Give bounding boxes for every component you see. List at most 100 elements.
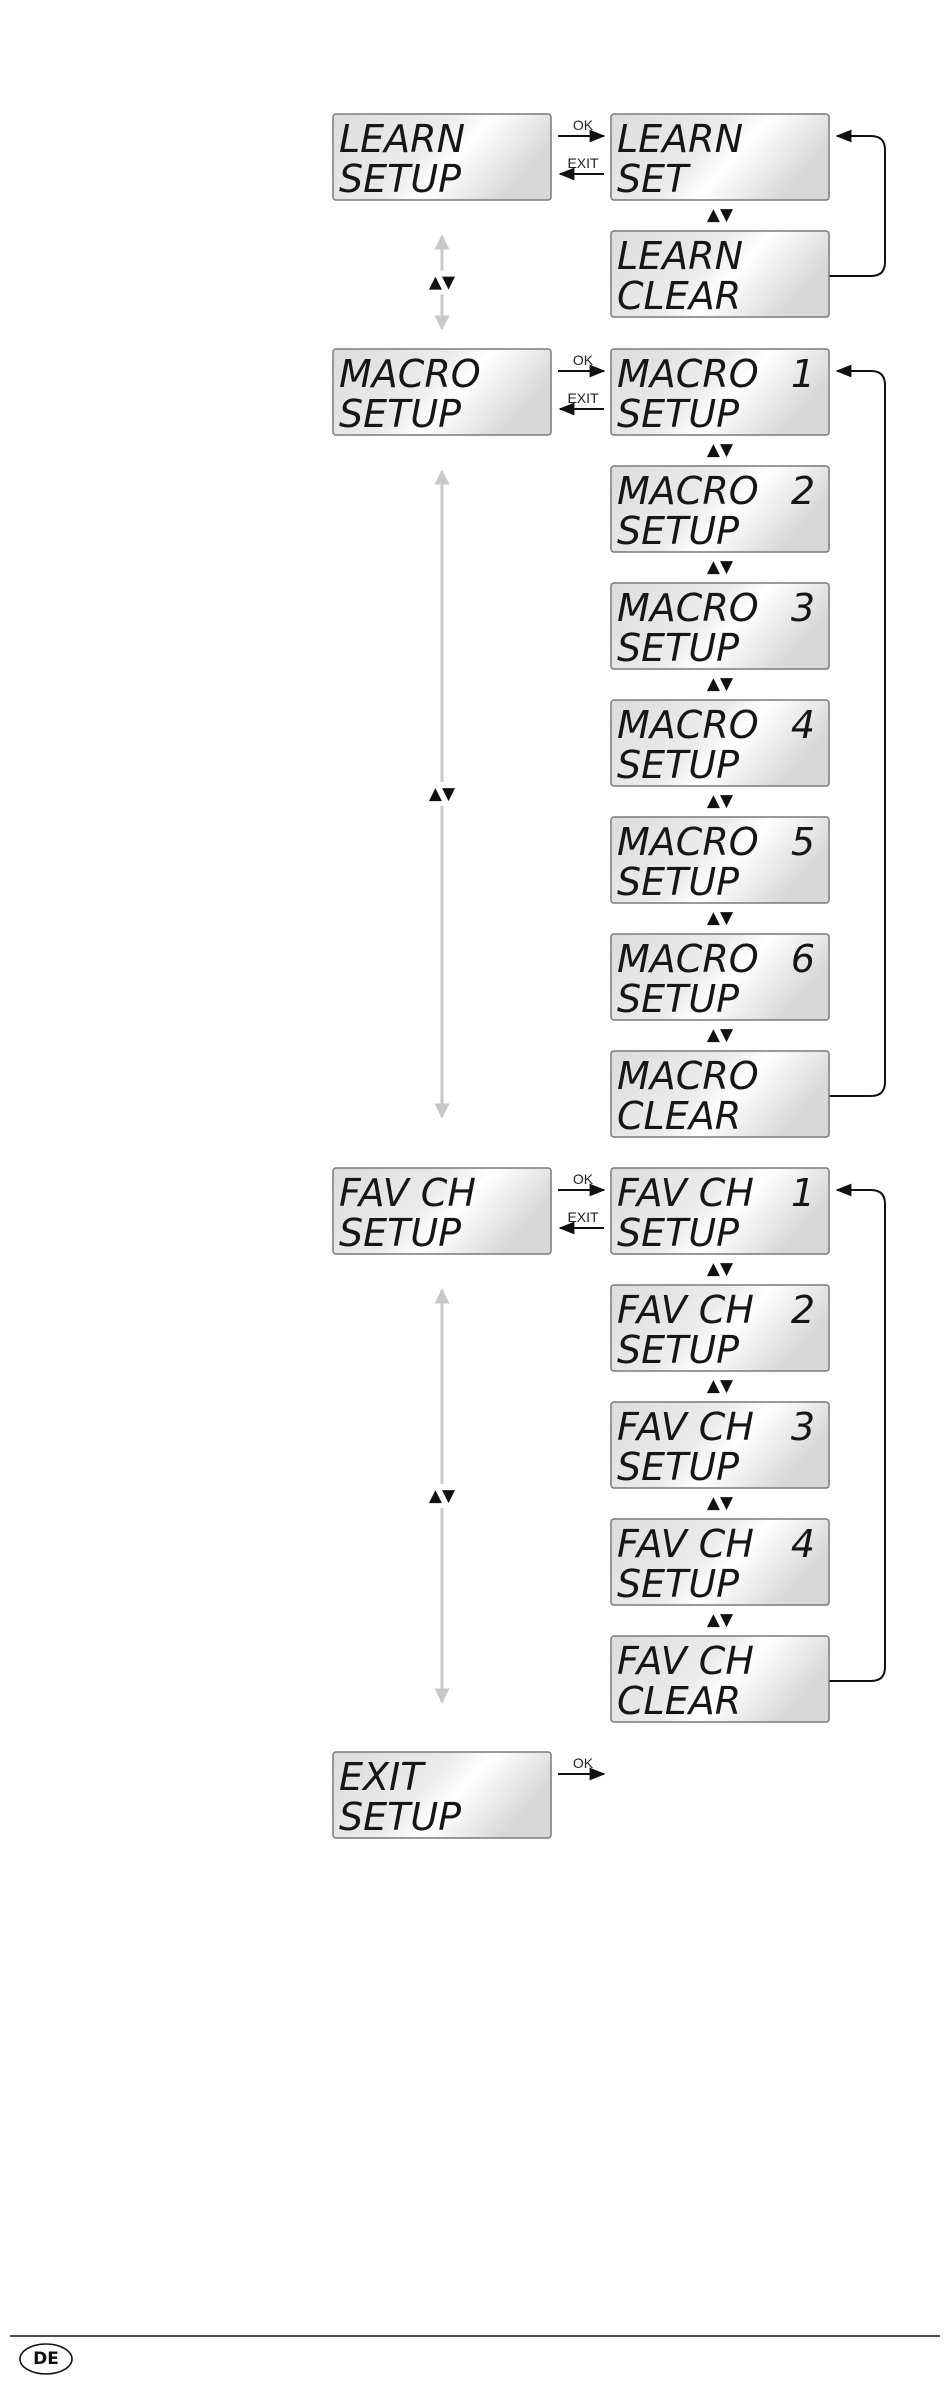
- level-updown-symbol: ▲▼: [429, 273, 456, 293]
- language-code: DE: [33, 2349, 59, 2369]
- submenu-updown-symbol: ▲▼: [707, 1025, 734, 1045]
- lcd-line-2: SETUP: [617, 1211, 739, 1255]
- lcd-line-1: MACRO: [617, 1054, 759, 1098]
- submenu-updown-symbol: ▲▼: [707, 791, 734, 811]
- lcd-line-2: SETUP: [617, 1445, 739, 1489]
- submenu-updown-symbol: ▲▼: [707, 908, 734, 928]
- ok-label: OK: [573, 1755, 594, 1771]
- lcd-number: 3: [791, 1405, 815, 1449]
- lcd-line-1: LEARN: [617, 234, 743, 278]
- lcd-screen: [610, 1167, 830, 1255]
- lcd-screen: [332, 1751, 552, 1839]
- lcd-line-1: FAV CH: [617, 1522, 754, 1566]
- lcd-line-1: MACRO: [617, 586, 759, 630]
- lcd-screen: [610, 582, 830, 670]
- submenu-updown-symbol: ▲▼: [707, 1610, 734, 1630]
- ok-label: OK: [573, 117, 594, 133]
- level-updown-symbol: ▲▼: [429, 1486, 456, 1506]
- lcd-screen: [610, 113, 830, 201]
- level-navigation-lines: [426, 234, 458, 1704]
- lcd-line-2: SETUP: [617, 392, 739, 436]
- lcd-line-2: SETUP: [617, 1328, 739, 1372]
- lcd-screen: [610, 933, 830, 1021]
- lcd-line-1: MACRO: [617, 703, 759, 747]
- lcd-number: 4: [791, 1522, 815, 1566]
- ok-label: OK: [573, 352, 594, 368]
- submenu-updown-symbol: ▲▼: [707, 205, 734, 225]
- connector-layer: OK EXIT ▲▼ OK EXIT ▲▼ ▲▼ ▲▼ ▲▼ ▲▼ ▲▼ OK EXIT ▲▼ ▲▼ ▲▼ ▲▼…: [429, 117, 886, 1781]
- lcd-screen: [610, 1401, 830, 1489]
- lcd-line-1: LEARN: [339, 117, 465, 161]
- lcd-number: 6: [791, 937, 815, 981]
- submenu-updown-symbol: ▲▼: [707, 1493, 734, 1513]
- display-layer: LEARNSETUPLEARNSETLEARNCLEARMACROSETUPMA…: [332, 113, 830, 1839]
- return-loop-arrow: [829, 1183, 886, 1682]
- exit-label: EXIT: [567, 155, 599, 171]
- lcd-line-2: SETUP: [617, 626, 739, 670]
- lcd-screen: [610, 465, 830, 553]
- lcd-line-2: SETUP: [339, 1795, 461, 1839]
- submenu-updown-symbol: ▲▼: [707, 440, 734, 460]
- lcd-number: 2: [791, 1288, 815, 1332]
- lcd-line-2: SETUP: [617, 860, 739, 904]
- lcd-line-2: SET: [617, 157, 691, 201]
- lcd-screen: [610, 699, 830, 787]
- lcd-number: 5: [791, 820, 815, 864]
- lcd-line-1: LEARN: [617, 117, 743, 161]
- lcd-number: 4: [791, 703, 815, 747]
- updown-backdrop: [426, 1484, 458, 1508]
- lcd-screen: [332, 1167, 552, 1255]
- submenu-updown-symbol: ▲▼: [707, 674, 734, 694]
- lcd-line-1: EXIT: [339, 1755, 426, 1799]
- lcd-screen: [332, 113, 552, 201]
- lcd-screen: [610, 348, 830, 436]
- lcd-line-1: MACRO: [617, 937, 759, 981]
- exit-label: EXIT: [567, 1209, 599, 1225]
- lcd-line-2: SETUP: [339, 157, 461, 201]
- updown-backdrop: [426, 270, 458, 295]
- lcd-line-1: FAV CH: [617, 1639, 754, 1683]
- lcd-screen: [610, 230, 830, 318]
- lcd-line-1: MACRO: [339, 352, 481, 396]
- lcd-line-2: CLEAR: [617, 1679, 741, 1723]
- lcd-screen: [610, 816, 830, 904]
- updown-backdrop: [426, 782, 458, 806]
- lcd-screen: [332, 348, 552, 436]
- lcd-number: 2: [791, 469, 815, 513]
- lcd-screen: [610, 1635, 830, 1723]
- lcd-screen: [610, 1284, 830, 1372]
- lcd-line-1: FAV CH: [617, 1171, 754, 1215]
- exit-label: EXIT: [567, 390, 599, 406]
- page-footer: DE: [10, 2335, 940, 2375]
- lcd-line-2: SETUP: [339, 1211, 461, 1255]
- lcd-number: 1: [791, 1171, 815, 1215]
- return-loop-arrow: [829, 129, 886, 277]
- ok-label: OK: [573, 1171, 594, 1187]
- level-updown-symbol: ▲▼: [429, 784, 456, 804]
- lcd-screen: [610, 1518, 830, 1606]
- submenu-updown-symbol: ▲▼: [707, 557, 734, 577]
- lcd-line-2: SETUP: [617, 743, 739, 787]
- lcd-line-2: SETUP: [617, 977, 739, 1021]
- lcd-line-2: SETUP: [617, 509, 739, 553]
- lcd-line-2: CLEAR: [617, 1094, 741, 1138]
- lcd-line-2: SETUP: [617, 1562, 739, 1606]
- lcd-number: 3: [791, 586, 815, 630]
- lcd-line-1: MACRO: [617, 469, 759, 513]
